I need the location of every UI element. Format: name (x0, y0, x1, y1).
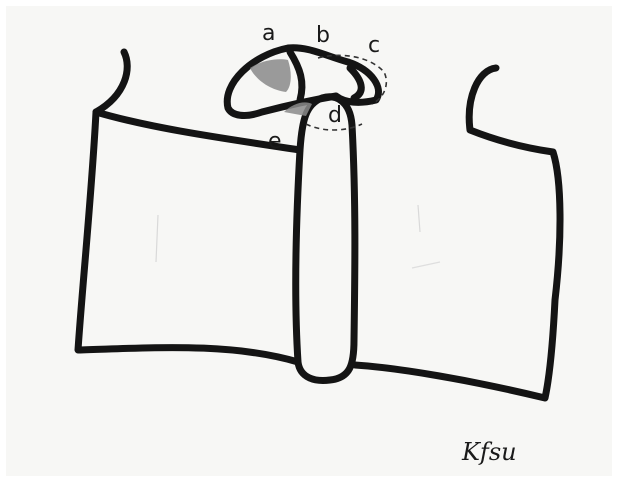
top-fragment-inner-edge (290, 52, 302, 100)
central-column (296, 97, 355, 381)
pencil-mark (412, 262, 440, 268)
label-a: a (262, 21, 275, 46)
pencil-mark (156, 215, 158, 262)
top-fragment-right-edge (350, 68, 361, 98)
left-panel-outline (78, 52, 298, 362)
pencil-mark (418, 205, 420, 232)
right-panel-outline (355, 68, 560, 398)
label-d: d (328, 103, 342, 128)
artist-signature: Kfsu (461, 438, 517, 466)
label-e: e (268, 129, 282, 154)
label-c: c (368, 33, 380, 58)
label-b: b (316, 23, 330, 48)
